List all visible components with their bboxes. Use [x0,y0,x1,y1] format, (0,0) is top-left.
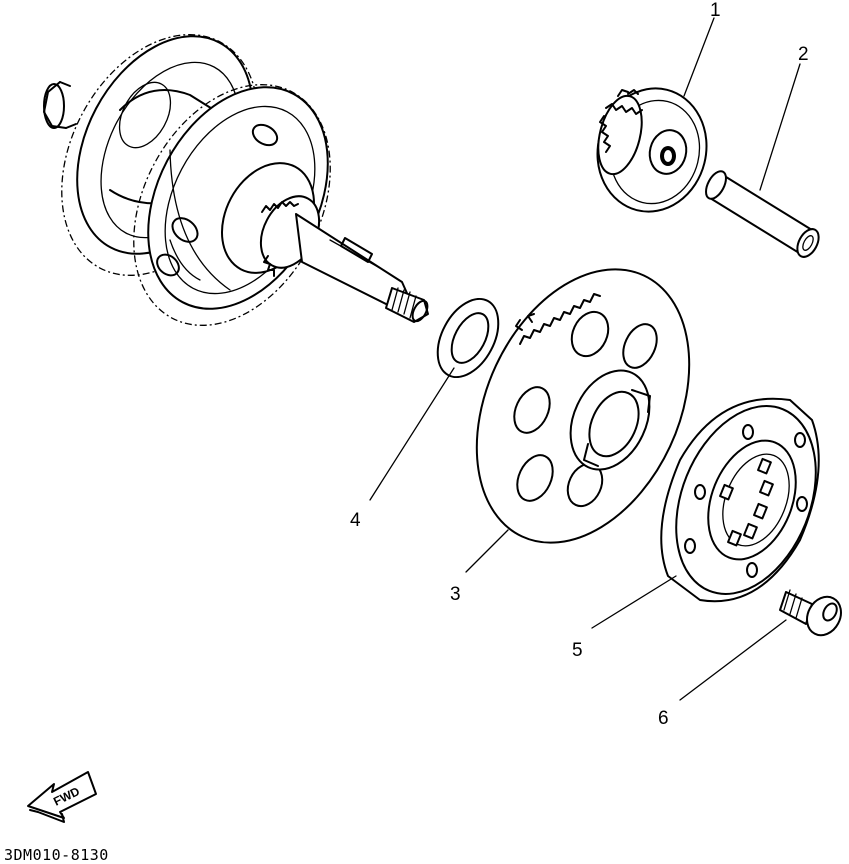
crankshaft-assembly [43,34,429,326]
shaft-pin-part-2 [705,170,820,258]
callout-3: 3 [450,584,461,605]
bolt-part-6 [779,589,842,637]
idle-gear-part-1 [596,87,708,213]
starter-wheel-gear-part-3 [475,268,691,544]
callout-labels: 1 2 3 4 5 6 [350,0,809,729]
callout-1: 1 [710,0,721,21]
washer-part-4 [436,297,500,379]
leader-lines [369,17,801,701]
starter-clutch-part-5 [660,397,820,603]
drawing-code: 3DM010-8130 [4,846,109,864]
fwd-direction-arrow: FWD [27,771,97,823]
callout-6: 6 [658,708,669,729]
callout-4: 4 [350,510,361,531]
callout-5: 5 [572,640,583,661]
callout-2: 2 [798,44,809,65]
